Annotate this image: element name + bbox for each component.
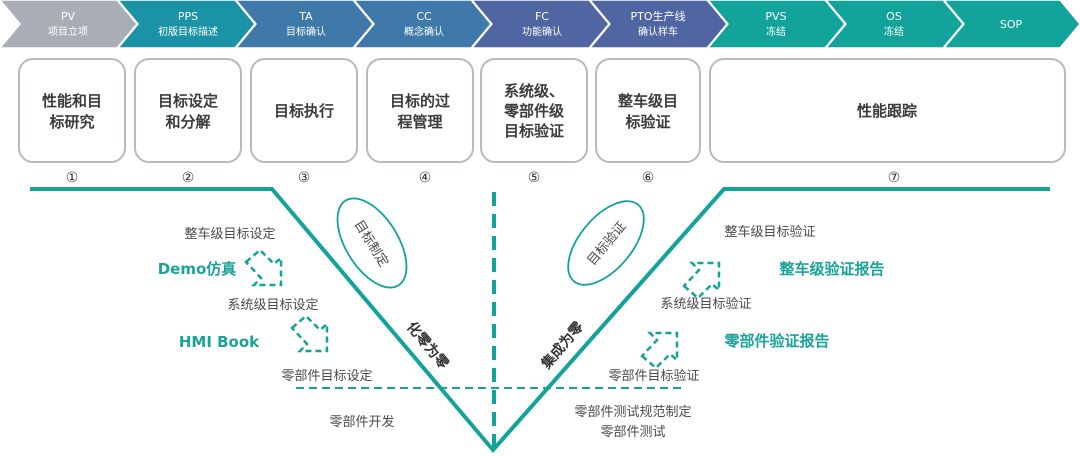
step-box-frame (366, 58, 474, 163)
v-model-line (30, 187, 1050, 454)
up-arrow-icon (682, 261, 721, 300)
phase-code: TA (298, 10, 313, 23)
oval-label: 目标验证 (584, 219, 630, 269)
hmi-book-label: HMI Book (179, 333, 260, 351)
step-box-7: 性能跟踪 ⑦ (709, 58, 1066, 186)
phase-code: PVS (765, 10, 786, 23)
component-testing: 零部件测试 (600, 425, 665, 440)
chevron-shape (116, 0, 256, 49)
phase-name: 初版目标描述 (158, 25, 218, 38)
chevron-shape (824, 0, 964, 49)
chevron-shape (588, 0, 728, 49)
oval-outline (567, 200, 645, 286)
phase-code: FC (535, 10, 549, 23)
component-test-spec: 零部件测试规范制定 (574, 405, 691, 420)
phase-name: 冻结 (884, 25, 904, 38)
step-number: ② (182, 170, 195, 186)
chevron-shape (942, 0, 1080, 49)
phase-name: 项目立项 (48, 25, 88, 38)
phase-name: 确认样车 (638, 25, 678, 38)
step-number: ⑤ (528, 170, 541, 186)
phase-name: 功能确认 (522, 25, 562, 38)
oval-outline (336, 197, 408, 289)
chevron-shape (0, 0, 138, 49)
step-box-text: 目标执行 (274, 102, 334, 120)
step-box-text: 标验证 (624, 113, 670, 131)
phase-chevron-sop: SOP (942, 0, 1080, 49)
step-box-text: 零部件级 (503, 102, 565, 120)
step-box-1: 性能和目 标研究 ① (18, 58, 126, 186)
step-box-text: 程管理 (397, 113, 442, 131)
chevron-shape (706, 0, 846, 49)
step-box-3: 目标执行 ③ (250, 58, 358, 186)
step-box-text: 目标验证 (504, 122, 564, 140)
step-number: ① (66, 170, 79, 186)
phase-code: SOP (1000, 18, 1023, 31)
step-box-5: 系统级、 零部件级 目标验证 ⑤ (480, 58, 588, 186)
component-target-verification: 零部件目标验证 (608, 368, 699, 384)
step-boxes: 性能和目 标研究 ① 目标设定 和分解 ② 目标执行 ③ 目标的过 程管理 ④ … (18, 58, 1066, 186)
target-setting-oval: 目标制定 (336, 197, 408, 289)
step-number: ④ (419, 170, 432, 186)
down-arrow-icon (244, 248, 283, 287)
chevron-shape (352, 0, 492, 49)
step-box-6: 整车级目 标验证 ⑥ (595, 58, 701, 186)
demo-simulation-label: Demo仿真 (158, 260, 237, 278)
chevron-shape (234, 0, 374, 49)
system-target-verification: 系统级目标验证 (660, 296, 751, 312)
down-arrow-icon (290, 314, 329, 353)
phase-chevron-pv: PV 项目立项 (0, 0, 138, 49)
vehicle-target-verification: 整车级目标验证 (724, 224, 815, 240)
component-development: 零部件开发 (329, 414, 394, 430)
phase-chevron-pto: PTO生产线 确认样车 (588, 0, 728, 49)
step-number: ⑦ (888, 170, 901, 186)
phase-bar: PV 项目立项 PPS 初版目标描述 TA 目标确认 CC 概念确认 FC 功能… (0, 0, 1080, 49)
step-number: ③ (298, 170, 311, 186)
step-box-text: 标研究 (48, 113, 94, 131)
step-box-text: 系统级、 (504, 82, 564, 100)
step-box-4: 目标的过 程管理 ④ (366, 58, 474, 186)
phase-chevron-ta: TA 目标确认 (234, 0, 374, 49)
phase-code: PPS (178, 10, 198, 23)
step-box-text: 性能跟踪 (857, 102, 917, 120)
phase-chevron-pps: PPS 初版目标描述 (116, 0, 256, 49)
step-box-2: 目标设定 和分解 ② (134, 58, 242, 186)
step-box-frame (480, 58, 588, 163)
step-box-frame (250, 58, 358, 163)
step-box-text: 性能和目 (42, 92, 102, 110)
phase-name: 概念确认 (404, 25, 444, 38)
vehicle-verification-report: 整车级验证报告 (779, 260, 884, 278)
phase-code: OS (886, 10, 902, 23)
component-target-setting: 零部件目标设定 (281, 369, 372, 384)
oval-label: 目标制定 (351, 218, 391, 270)
phase-code: CC (416, 10, 432, 23)
decompose-label: 化零为零 (403, 318, 453, 373)
chevron-shape (470, 0, 610, 49)
phase-chevron-cc: CC 概念确认 (352, 0, 492, 49)
step-box-text: 目标设定 (158, 92, 218, 110)
component-verification-report: 零部件验证报告 (723, 332, 829, 350)
phase-chevron-pvs: PVS 冻结 (706, 0, 846, 49)
up-arrow-icon (640, 331, 679, 370)
step-box-text: 整车级目 (618, 92, 678, 110)
phase-name: 目标确认 (286, 25, 326, 38)
phase-name: 冻结 (766, 25, 786, 38)
phase-code: PV (61, 10, 76, 23)
step-box-text: 和分解 (165, 113, 210, 131)
integrate-label: 集成为零 (537, 318, 587, 373)
phase-chevron-fc: FC 功能确认 (470, 0, 610, 49)
step-number: ⑥ (642, 170, 655, 186)
system-target-setting: 系统级目标设定 (227, 298, 318, 313)
phase-chevron-os: OS 冻结 (824, 0, 964, 49)
step-box-text: 目标的过 (390, 92, 450, 110)
step-box-frame (595, 58, 701, 163)
step-box-frame (134, 58, 242, 163)
step-box-frame (18, 58, 126, 163)
step-box-frame (709, 58, 1066, 163)
vehicle-target-setting: 整车级目标设定 (184, 226, 275, 242)
phase-code: PTO生产线 (630, 9, 685, 23)
